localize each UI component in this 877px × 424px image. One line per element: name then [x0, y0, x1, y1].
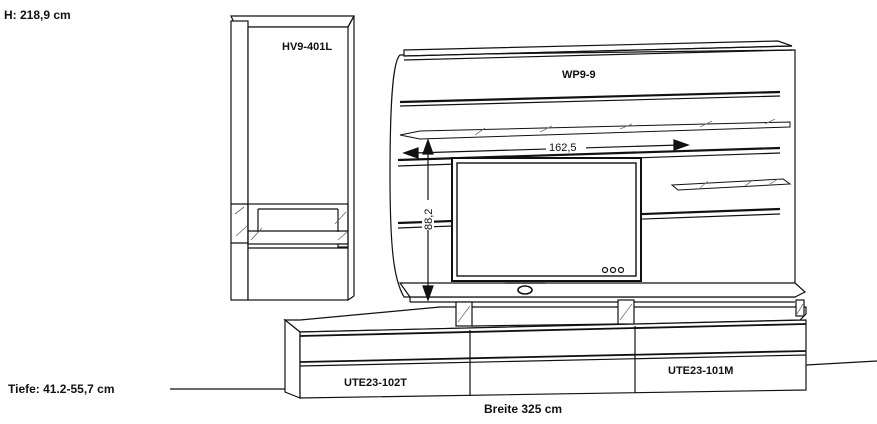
- television: [451, 157, 642, 295]
- lowboard-left-label: UTE23-102T: [344, 377, 407, 389]
- tv-width-dimension: [402, 139, 690, 159]
- depth-label: Tiefe: 41.2-55,7 cm: [8, 382, 115, 396]
- tv-height-dimension: [422, 138, 434, 302]
- tv-height-label: 88,2: [423, 209, 435, 230]
- lowboard-right-label: UTE23-101M: [668, 365, 733, 377]
- tv-width-label: 162,5: [549, 142, 577, 154]
- wall-panel-label: WP9-9: [562, 69, 596, 81]
- lowboard: [283, 299, 807, 399]
- tall-cabinet: [230, 15, 356, 301]
- width-label: Breite 325 cm: [484, 402, 562, 416]
- floor-lines: [170, 360, 877, 390]
- tall-cabinet-label: HV9-401L: [282, 41, 332, 53]
- height-label: H: 218,9 cm: [4, 8, 71, 22]
